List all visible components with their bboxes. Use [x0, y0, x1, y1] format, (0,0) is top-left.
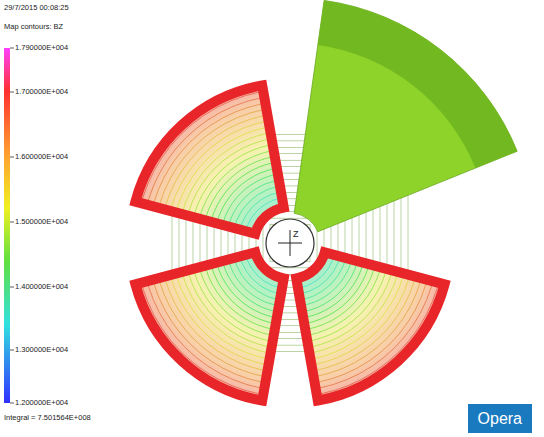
colorbar-value: 1.790000E+004 [15, 44, 68, 52]
colorbar-tick [10, 350, 14, 351]
colorbar-value: 1.500000E+004 [15, 218, 68, 226]
logo-box: Opera [468, 404, 532, 433]
colorbar-value: 1.400000E+004 [15, 283, 68, 291]
colorbar-value: 1.600000E+004 [15, 153, 68, 161]
coil-border [135, 252, 283, 400]
bore-circle [266, 219, 314, 267]
colorbar [4, 48, 10, 403]
colorbar-ticks [10, 48, 14, 403]
field-sector-inner [294, 0, 517, 231]
colorbar-value: 1.300000E+004 [15, 346, 68, 354]
colorbar-tick [10, 287, 14, 288]
colorbar-tick [10, 92, 14, 93]
coil-border [135, 85, 283, 233]
colorbar-tick [10, 48, 14, 49]
colorbar-tick [10, 403, 14, 404]
grid-square [263, 218, 317, 268]
colorbar-value: 1.700000E+004 [15, 88, 68, 96]
axis-line [278, 243, 302, 244]
axis-label: Z [293, 230, 299, 239]
integral-value: Integral = 7.501564E+008 [4, 414, 91, 422]
map-title: Map contours: BZ [4, 23, 63, 31]
field-sector [294, 0, 517, 231]
field-sector-outer [318, 0, 517, 168]
timestamp: 29/7/2015 00:08:25 [4, 4, 69, 12]
colorbar-tick [10, 222, 14, 223]
logo-text: Opera [478, 409, 522, 428]
colorbar-tick [10, 157, 14, 158]
coil-border [296, 252, 444, 400]
colorbar-value: 1.200000E+004 [15, 399, 68, 407]
